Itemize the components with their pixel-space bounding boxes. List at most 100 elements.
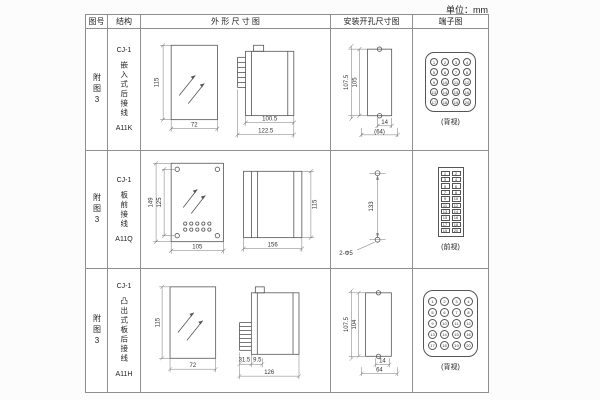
structure-name-row2: 板前接线 bbox=[119, 190, 129, 229]
dim-arrow bbox=[376, 233, 380, 238]
code-row2: A11Q bbox=[115, 235, 133, 243]
terminal-number: 12 bbox=[464, 318, 473, 328]
dim-front-height: 115 bbox=[155, 77, 161, 87]
terminal-number: 1 bbox=[428, 296, 437, 306]
structure-cell-row1: CJ-1 嵌入式后接线 A11K bbox=[108, 29, 141, 151]
unit-label: 单位：mm bbox=[446, 5, 488, 15]
terminal-number: 19 bbox=[452, 98, 460, 106]
terminal-number: 16 bbox=[451, 215, 461, 221]
front-view bbox=[169, 286, 217, 359]
fig-no-row3: 附图3 bbox=[92, 313, 102, 348]
dim-front-height: 115 bbox=[156, 317, 162, 327]
terminal-number: 1 bbox=[430, 58, 438, 66]
dim-install-small-width: 14 bbox=[381, 120, 388, 126]
arrow-icon bbox=[199, 83, 205, 88]
outline-drawing-row2: 149 125 105 156 115 bbox=[149, 161, 318, 254]
structure-name-row3: 凸出式板后接线 bbox=[119, 297, 129, 364]
dim-install-small-width: 14 bbox=[379, 359, 386, 365]
install-cell-row3: 107.5 104 14 64 bbox=[331, 269, 413, 393]
terminal-number: 7 bbox=[452, 307, 461, 317]
side-dimension-lines bbox=[241, 169, 314, 252]
install-cell-row1: 107.5 105 14 (64) bbox=[331, 29, 413, 151]
dim-install-inner-height: 105 bbox=[352, 77, 358, 88]
terminal-number: 9 bbox=[428, 318, 437, 328]
side-view bbox=[237, 44, 295, 117]
terminal-number: 16 bbox=[463, 88, 471, 96]
outline-drawing-row3: 115 72 bbox=[156, 284, 302, 380]
dim-arrow bbox=[376, 175, 380, 180]
terminal-number: 5 bbox=[428, 307, 437, 317]
header-outline: 外 形 尺 寸 图 bbox=[141, 15, 331, 29]
fig-no-cell-row3: 附图3 bbox=[86, 269, 108, 393]
install-drawing-row3: 107.5 104 14 64 bbox=[344, 288, 400, 377]
install-cell-row2: 133 2-Φ5 bbox=[331, 151, 413, 269]
terminal-number: 7 bbox=[440, 189, 450, 196]
terminal-number: 6 bbox=[451, 183, 461, 189]
terminal-number: 4 bbox=[464, 296, 473, 306]
install-dimension-lines bbox=[348, 288, 400, 377]
model-row1: CJ-1 bbox=[116, 47, 132, 54]
install-dimension-lines bbox=[348, 43, 400, 138]
arrow-icon bbox=[189, 312, 194, 317]
side-dimension-lines bbox=[237, 352, 302, 380]
install-drawing-row1: 107.5 105 14 (64) bbox=[344, 43, 400, 138]
terminal-number: 19 bbox=[440, 228, 450, 234]
side-view bbox=[239, 286, 300, 355]
terminal-number: 6 bbox=[440, 307, 449, 317]
arrow-icon bbox=[192, 189, 198, 194]
terminal-number: 5 bbox=[440, 183, 450, 189]
fig-no-row1: 附图3 bbox=[92, 72, 102, 107]
terminal-number: 14 bbox=[451, 208, 461, 215]
terminal-number: 15 bbox=[452, 88, 460, 96]
terminal-number: 2 bbox=[441, 58, 449, 66]
dim-install-span-width: 64 bbox=[376, 368, 383, 374]
terminal-number: 11 bbox=[440, 202, 450, 208]
side-dimension-lines bbox=[235, 89, 296, 138]
dim-front-width: 72 bbox=[190, 363, 197, 369]
dim-front-width: 72 bbox=[191, 123, 198, 129]
terminal-number: 12 bbox=[463, 78, 471, 86]
dim-install-outer-height: 107.5 bbox=[344, 316, 350, 332]
outline-cell-row1: 115 72 100.5 122.5 bbox=[141, 29, 331, 151]
terminal-number: 8 bbox=[451, 189, 461, 196]
dim-side-height: 115 bbox=[312, 199, 318, 209]
terminal-number: 4 bbox=[463, 58, 471, 66]
terminal-number: 1 bbox=[440, 170, 450, 176]
dim-pin-gap: 9.5 bbox=[253, 358, 262, 364]
dim-side-width: 156 bbox=[268, 243, 279, 249]
arrow-icon bbox=[198, 320, 203, 325]
dim-front-height: 149 bbox=[149, 197, 155, 208]
terminal-number: 20 bbox=[464, 340, 473, 350]
terminal-number: 3 bbox=[440, 176, 450, 183]
terminal-view-label: (前视) bbox=[441, 244, 460, 252]
terminal-view-label: (背视) bbox=[441, 119, 460, 126]
terminal-number: 3 bbox=[452, 296, 461, 306]
terminal-number: 13 bbox=[428, 329, 437, 339]
side-view bbox=[243, 170, 303, 239]
terminal-number: 13 bbox=[440, 208, 450, 215]
model-row2: CJ-1 bbox=[116, 176, 132, 184]
arrow-icon bbox=[190, 75, 196, 80]
terminal-number: 19 bbox=[452, 340, 461, 350]
code-row3: A11H bbox=[115, 370, 133, 378]
terminal-number: 10 bbox=[440, 318, 449, 328]
terminal-number: 18 bbox=[441, 98, 449, 106]
terminal-number: 10 bbox=[451, 196, 461, 202]
install-drawing-row2: 133 2-Φ5 bbox=[339, 170, 386, 257]
terminal-number: 11 bbox=[452, 318, 461, 328]
outline-drawing-row1: 115 72 100.5 122.5 bbox=[155, 43, 296, 138]
outline-cell-row3: 115 72 bbox=[141, 269, 331, 393]
terminal-number: 18 bbox=[440, 340, 449, 350]
terminal-view-label: (背视) bbox=[441, 363, 460, 371]
terminal-number: 18 bbox=[451, 221, 461, 228]
structure-cell-row2: CJ-1 板前接线 A11Q bbox=[108, 151, 141, 269]
fig-no-row2: 附图3 bbox=[92, 192, 102, 227]
terminal-number: 6 bbox=[441, 68, 449, 76]
